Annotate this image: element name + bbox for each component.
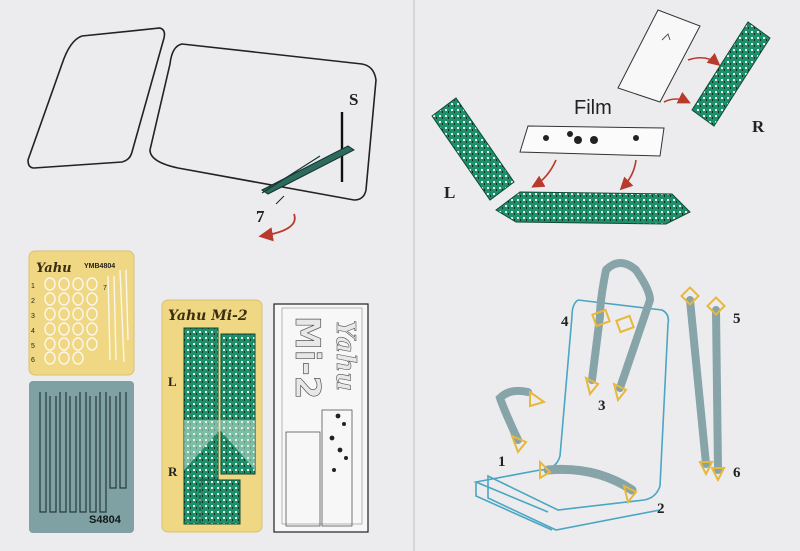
panel-assembly-diagram: Film L R bbox=[431, 9, 771, 225]
panel-left bbox=[431, 97, 515, 201]
panel-right bbox=[691, 21, 771, 127]
pe-code: YMB4804 bbox=[84, 263, 115, 270]
pe-row-4: 4 bbox=[31, 328, 35, 335]
mask-model: Mi-2 bbox=[287, 316, 327, 399]
pe-side-7: 7 bbox=[103, 285, 107, 292]
pe-row-6: 6 bbox=[31, 357, 35, 364]
stencil-sheet: S4804 bbox=[29, 381, 134, 533]
seat-num-5: 5 bbox=[733, 311, 741, 327]
pe-fret-sheet: Yahu YMB4804 1 2 3 4 5 6 7 bbox=[28, 250, 135, 376]
panel-label-r: R bbox=[752, 117, 765, 136]
pe-brand: Yahu bbox=[36, 261, 72, 276]
seat-num-2: 2 bbox=[657, 501, 665, 517]
pe-row-1: 1 bbox=[31, 283, 35, 290]
film-piece-upper bbox=[617, 9, 701, 103]
canopy-label-s: S bbox=[349, 90, 358, 109]
shoulder-belt-right bbox=[616, 266, 655, 392]
seat-num-3: 3 bbox=[598, 398, 606, 414]
pe-row-5: 5 bbox=[31, 343, 35, 350]
film-label: Film bbox=[574, 97, 612, 119]
panel-fret-sheet: Yahu Mi-2 L R bbox=[161, 299, 263, 533]
seat-num-4: 4 bbox=[561, 314, 569, 330]
stencil-code: S4804 bbox=[89, 514, 122, 526]
seat-num-1: 1 bbox=[498, 454, 506, 470]
pe-strip bbox=[261, 145, 355, 195]
panel-sheet-label-r: R bbox=[168, 464, 178, 479]
mask-sheet: Yahu Mi-2 bbox=[273, 303, 369, 533]
lap-belt bbox=[543, 464, 637, 495]
pe-row-2: 2 bbox=[31, 298, 35, 305]
panel-sheet-label-l: L bbox=[168, 374, 177, 389]
pe-row-3: 3 bbox=[31, 313, 35, 320]
belt-5-left bbox=[686, 296, 710, 468]
belt-1 bbox=[495, 386, 532, 444]
panel-label-l: L bbox=[444, 183, 455, 202]
canopy-arrow bbox=[258, 213, 296, 242]
mask-brand: Yahu bbox=[330, 320, 360, 391]
panel-sheet-title: Yahu Mi-2 bbox=[168, 308, 248, 324]
seat-num-6: 6 bbox=[733, 465, 741, 481]
seat-diagram: 1 2 3 4 5 6 bbox=[473, 259, 741, 531]
panel-center bbox=[495, 191, 691, 225]
canopy-label-7: 7 bbox=[256, 207, 265, 226]
pe-parts-grid bbox=[44, 269, 129, 365]
belt-5-right bbox=[712, 306, 722, 474]
canopy-diagram: S 7 bbox=[27, 27, 377, 242]
shoulder-belt-left bbox=[588, 266, 610, 384]
